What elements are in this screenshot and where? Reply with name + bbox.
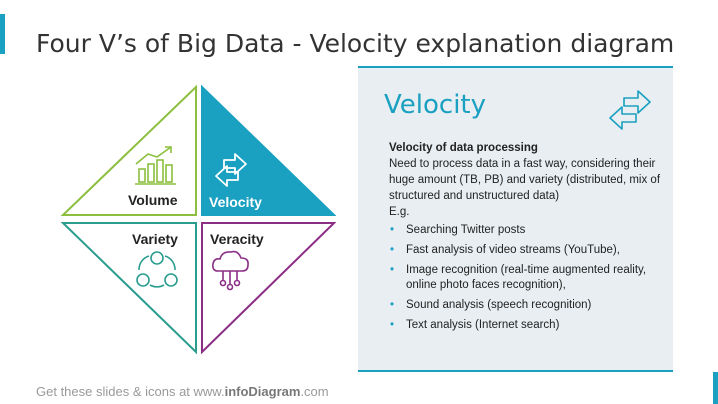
bar-chart-growth-icon [135, 146, 176, 185]
volume-triangle [60, 84, 197, 216]
variety-quadrant[interactable]: Variety [60, 222, 197, 355]
velocity-panel: Velocity Velocity of data processing Nee… [358, 66, 673, 372]
cloud-network-icon [212, 250, 249, 291]
veracity-quadrant[interactable]: Veracity [201, 222, 336, 355]
variety-label: Variety [132, 231, 178, 247]
exchange-arrows-icon [609, 90, 651, 130]
veracity-triangle [201, 222, 336, 355]
list-item: Fast analysis of video streams (YouTube)… [389, 243, 664, 258]
left-accent-bar [0, 14, 5, 54]
exchange-arrows-icon [215, 153, 247, 187]
footer-prefix: Get these slides & icons at www. [36, 384, 225, 399]
connected-circles-icon [136, 251, 178, 288]
four-vs-diagram: Volume Velocity Variety Veracity [60, 84, 336, 355]
list-item: Sound analysis (speech recognition) [389, 298, 664, 313]
panel-body: Velocity of data processing Need to proc… [389, 140, 664, 338]
veracity-label: Veracity [210, 231, 264, 247]
list-item: Text analysis (Internet search) [389, 318, 664, 333]
volume-quadrant[interactable]: Volume [60, 84, 197, 216]
list-item: Searching Twitter posts [389, 223, 664, 238]
panel-title: Velocity [384, 90, 486, 120]
velocity-triangle [201, 84, 336, 216]
panel-subheading: Velocity of data processing [389, 142, 538, 154]
footer-brand: infoDiagram [224, 384, 301, 399]
velocity-label: Velocity [209, 194, 262, 210]
footer: Get these slides & icons at www.infoDiag… [36, 384, 329, 399]
list-item: Image recognition (real-time augmented r… [389, 263, 664, 293]
velocity-quadrant[interactable]: Velocity [201, 84, 336, 216]
examples-list: Searching Twitter posts Fast analysis of… [389, 223, 664, 333]
right-accent-bar [713, 372, 718, 404]
volume-label: Volume [128, 192, 178, 208]
footer-suffix: .com [300, 384, 329, 399]
eg-label: E.g. [389, 206, 410, 218]
slide-title: Four V’s of Big Data - Velocity explanat… [36, 28, 675, 58]
panel-description: Need to process data in a fast way, cons… [389, 158, 661, 202]
